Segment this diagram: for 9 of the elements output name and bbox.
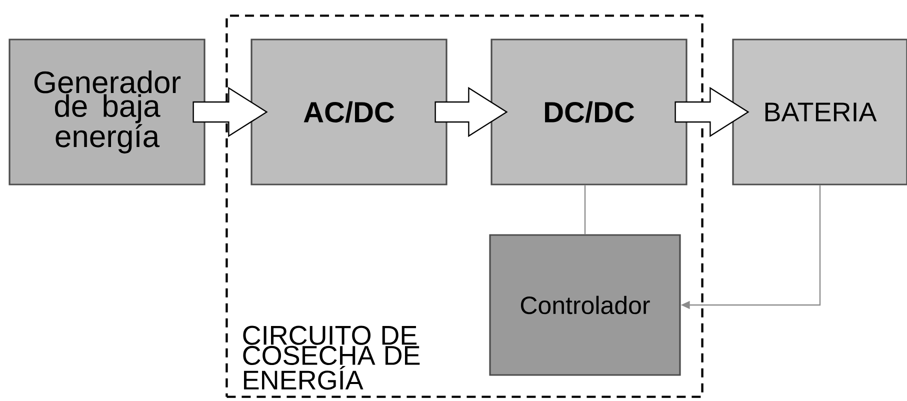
block-box: Controlador <box>489 234 681 376</box>
block-box: BATERIA <box>732 38 907 186</box>
block-arrow <box>434 86 508 138</box>
block-box: AC/DC <box>250 38 448 186</box>
block-arrow <box>674 86 750 138</box>
block-arrow <box>192 86 268 138</box>
block-box: Generador de baja energía <box>8 38 206 186</box>
connector-line <box>584 185 586 234</box>
block-box: DC/DC <box>490 38 688 186</box>
